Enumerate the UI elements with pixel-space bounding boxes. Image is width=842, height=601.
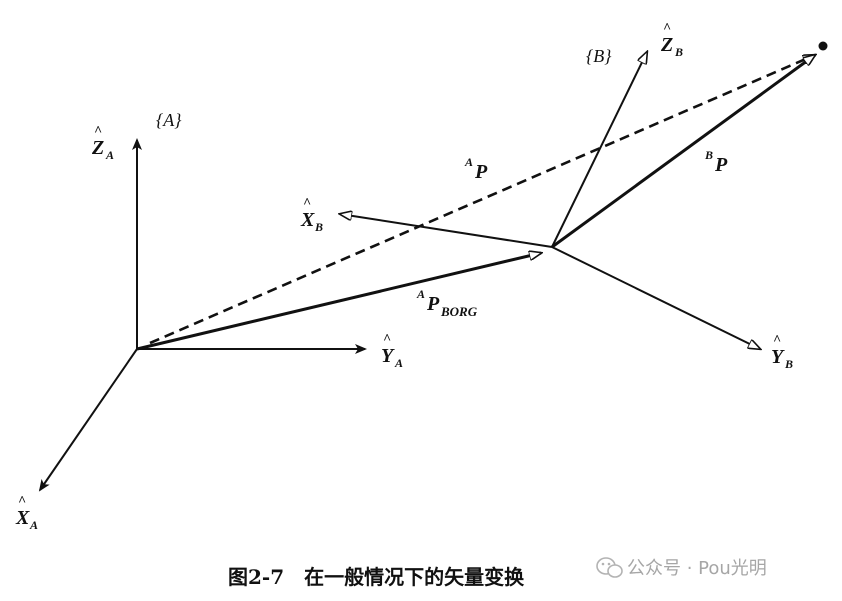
a-p-label: A P [464,155,488,183]
svg-text:P: P [714,154,728,176]
a-p-borg-vector [136,253,541,351]
y-b-axis [551,246,760,349]
svg-text:A: A [29,518,38,532]
z-b-label: ^ Z B [660,21,683,59]
svg-text:X: X [15,507,30,529]
target-point [818,41,828,51]
y-b-label: ^ Y B [771,333,793,371]
svg-text:^: ^ [18,494,26,509]
svg-text:Z: Z [660,34,673,56]
svg-text:^: ^ [773,333,781,348]
svg-text:^: ^ [663,21,671,36]
a-p-vector [149,55,815,345]
frame-a-label: {A} [156,110,182,130]
b-p-label: B P [704,148,728,176]
wechat-icon [596,557,623,578]
svg-text:A: A [464,155,473,169]
svg-text:B: B [704,148,713,162]
figure-caption: 图2-7 在一般情况下的矢量变换 [228,565,525,589]
y-a-label: ^ Y A [381,332,403,370]
svg-text:A: A [416,287,425,301]
svg-text:BORG: BORG [440,304,478,319]
svg-text:A: A [105,148,114,162]
svg-text:A: A [394,356,403,370]
svg-text:P: P [474,161,488,183]
svg-text:^: ^ [303,196,311,211]
x-b-label: ^ X B [300,196,323,234]
a-p-borg-label: A P BORG [416,287,478,319]
x-a-axis [38,348,138,492]
svg-text:^: ^ [94,124,102,139]
svg-text:Y: Y [381,345,395,367]
svg-text:X: X [300,209,315,231]
z-a-label: ^ Z A [91,124,114,162]
x-b-axis [340,214,553,248]
svg-text:B: B [784,357,793,371]
svg-text:Z: Z [91,137,104,159]
b-p-vector [551,55,815,249]
svg-text:Y: Y [771,346,785,368]
watermark: 公众号 · Pou光明 [596,557,767,579]
svg-text:P: P [426,293,440,315]
watermark-text: 公众号 · Pou光明 [627,558,767,579]
svg-text:B: B [314,220,323,234]
svg-text:^: ^ [383,332,391,347]
z-b-axis [551,52,647,248]
x-a-label: ^ X A [15,494,38,532]
svg-text:B: B [674,45,683,59]
frame-b-label: {B} [586,46,612,66]
